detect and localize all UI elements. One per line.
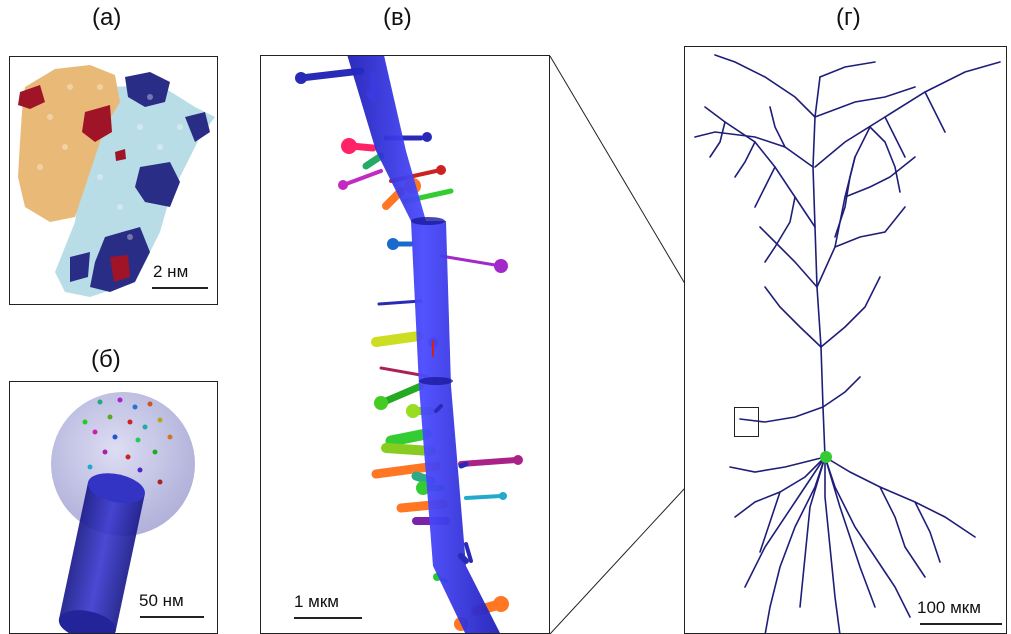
dendrite-segment-image bbox=[295, 56, 523, 633]
scale-bar-a bbox=[152, 287, 208, 289]
scale-label-b: 50 нм bbox=[139, 591, 184, 610]
panel-a-protein: 2 нм bbox=[9, 56, 218, 305]
vesicle-image bbox=[51, 392, 195, 633]
protein-molecule-image bbox=[18, 65, 215, 297]
scale-bar-g bbox=[920, 623, 1002, 625]
panel-label-g: (г) bbox=[836, 4, 861, 31]
scale-bar-b bbox=[140, 616, 204, 618]
panel-g-neuron: 100 мкм bbox=[684, 46, 1007, 634]
soma-marker bbox=[820, 451, 832, 463]
scale-label-v: 1 мкм bbox=[294, 592, 339, 611]
scale-bar-v bbox=[294, 617, 362, 619]
panel-label-v: (в) bbox=[383, 4, 412, 31]
panel-v-dendrite: 1 мкм bbox=[260, 55, 550, 634]
scale-label-g: 100 мкм bbox=[917, 598, 981, 617]
panel-label-b: (б) bbox=[91, 346, 121, 373]
zoom-region-box bbox=[734, 407, 759, 437]
panel-label-a: (а) bbox=[92, 4, 122, 31]
pyramidal-neuron-image bbox=[694, 54, 1001, 633]
scale-label-a: 2 нм bbox=[153, 262, 189, 281]
panel-b-vesicle: 50 нм bbox=[9, 381, 218, 634]
